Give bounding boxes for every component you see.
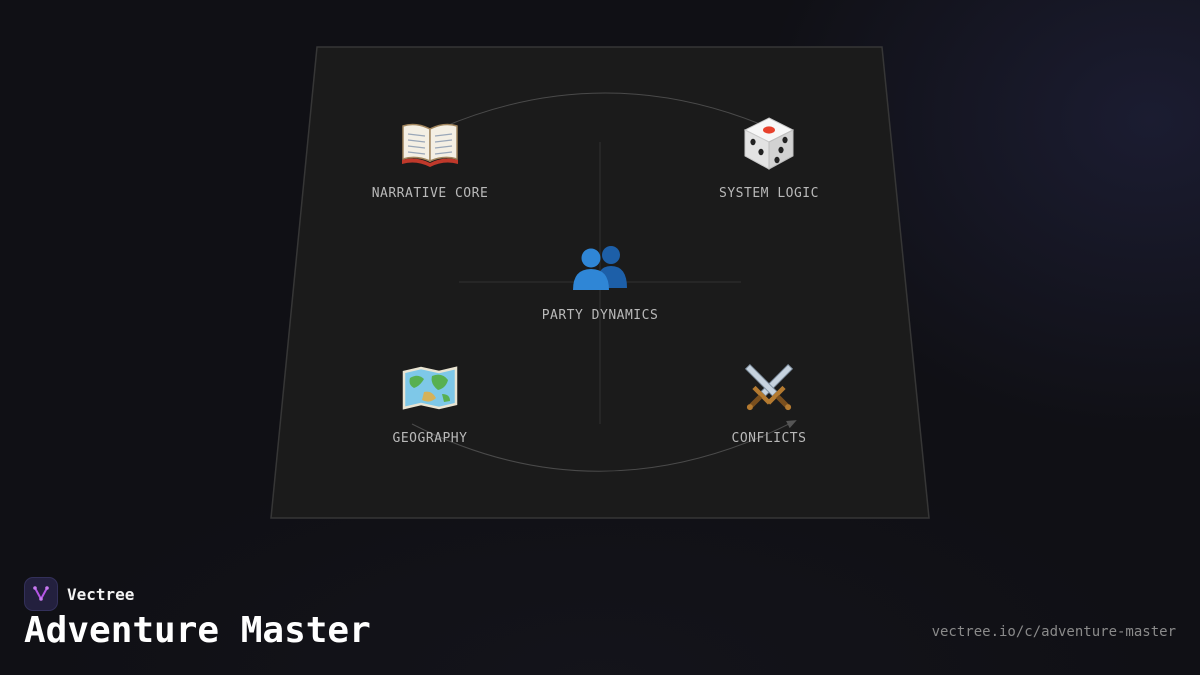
open-book-icon [402, 123, 458, 167]
node-label-geography: GEOGRAPHY [392, 431, 468, 446]
node-label-narrative-core: NARRATIVE CORE [371, 186, 489, 201]
node-label-conflicts: CONFLICTS [731, 431, 807, 446]
vectree-logo-icon [24, 577, 58, 611]
bottom-connector-arc [411, 420, 797, 472]
crossed-swords-icon [744, 363, 794, 411]
node-label-system-logic: SYSTEM LOGIC [719, 186, 819, 201]
node-label-party-dynamics: PARTY DYNAMICS [541, 308, 659, 323]
page-url[interactable]: vectree.io/c/adventure-master [931, 624, 1176, 640]
game-die-icon [743, 117, 795, 170]
brand: Vectree [24, 577, 134, 611]
top-connector-arc [440, 92, 761, 129]
people-icon [573, 246, 627, 290]
world-map-icon [402, 366, 458, 410]
page-title: Adventure Master [24, 610, 371, 651]
brand-name: Vectree [67, 584, 135, 604]
